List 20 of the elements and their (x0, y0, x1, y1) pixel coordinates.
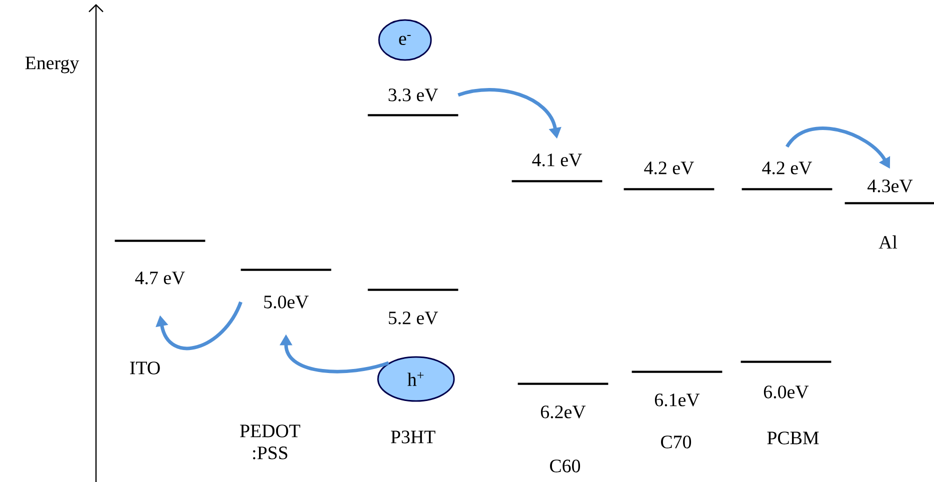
material-label: ITO (130, 362, 160, 374)
energy-level: 4.3eV (844, 180, 934, 204)
energy-level: 5.2 eV (368, 288, 458, 324)
energy-level: 3.3 eV (368, 88, 458, 116)
material-label: P3HT (390, 430, 436, 444)
energy-level: 4.1 eV (512, 154, 602, 182)
material-label: C70 (661, 436, 692, 448)
material-label: Al (878, 235, 898, 249)
energy-level: 6.1eV (632, 370, 722, 406)
curved-arrow (156, 301, 242, 350)
energy-level: 6.2eV (518, 382, 608, 418)
material-label: C60 (550, 460, 580, 472)
energy-level: 4.2 eV (624, 162, 714, 190)
axis-label: Energy (25, 56, 80, 74)
energy-level: 5.0eV (240, 268, 332, 308)
energy-level: 6.0eV (740, 360, 832, 398)
energy-level: 4.2 eV (742, 162, 832, 190)
material-label: PCBM (767, 432, 819, 444)
energy-level: 4.7 eV (114, 240, 206, 284)
material-label: PEDOT :PSS (240, 424, 300, 460)
